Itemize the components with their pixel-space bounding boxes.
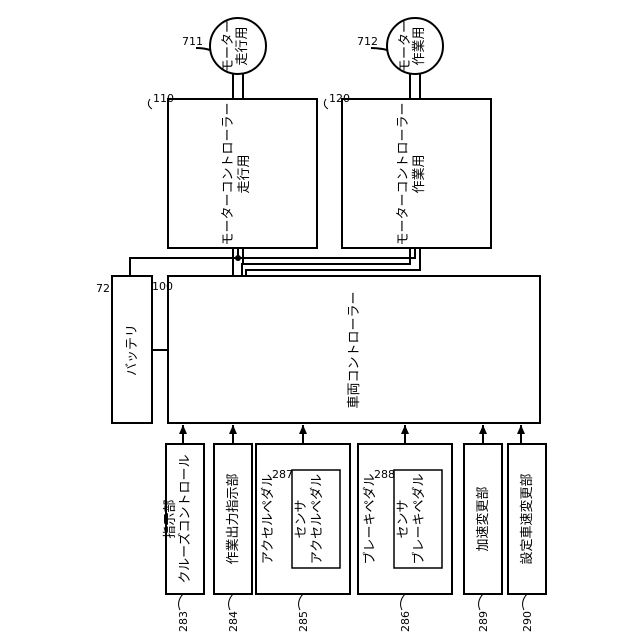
travel-motor-leader (196, 48, 210, 50)
ref-284: 284 (227, 611, 240, 632)
signal-bus-work (242, 248, 410, 276)
accelerator-pedal-label: アクセルペダル (261, 474, 276, 564)
travel-controller-label-1: 走行用 (237, 154, 252, 193)
brake-sensor-label-2: センサ (396, 499, 411, 538)
vehicle-controller-ref: 100 (152, 280, 173, 293)
travel-controller-ref-hook (148, 99, 152, 109)
acceleration-change-label: 加速変更部 (475, 486, 491, 551)
ref-290: 290 (521, 611, 534, 632)
signal-bus-work-b (246, 248, 420, 276)
work-controller-ref-hook (324, 99, 328, 109)
battery-label: バッテリ (125, 324, 140, 376)
travel-controller-ref: 110 (153, 92, 174, 105)
battery-ref: 72 (96, 282, 110, 295)
travel-motor-label-1: 走行用 (235, 26, 250, 65)
work-motor-leader (371, 48, 387, 50)
work-motor-label-1: 作業用 (411, 26, 427, 65)
work-motor-label-2: モーター (398, 20, 413, 72)
cruise-control-label-2: 指示部 (163, 499, 178, 538)
leader-290 (523, 594, 527, 610)
work-motor-ref: 712 (357, 35, 378, 48)
accelerator-sensor-label-1: アクセルペダル (310, 474, 325, 564)
leader-285 (299, 594, 303, 610)
cruise-control-label-1: クルーズコントロール (177, 455, 193, 584)
leader-284 (229, 594, 233, 610)
accelerator-sensor-ref: 287 (272, 468, 293, 481)
work-controller-label-1: 作業用 (411, 154, 427, 193)
vehicle-controller-label: 車両コントローラー (347, 291, 362, 408)
power-bus-outer (130, 248, 415, 276)
brake-sensor-label-1: ブレーキペダル (411, 473, 427, 564)
set-speed-change-label: 設定車速変更部 (519, 473, 535, 564)
ref-283: 283 (177, 611, 190, 632)
travel-motor-label-2: モーター (221, 20, 236, 72)
ref-285: 285 (297, 611, 310, 632)
work-controller-ref: 120 (329, 92, 350, 105)
power-junction (235, 255, 241, 261)
ref-289: 289 (477, 611, 490, 632)
work-controller-label-2: モーターコントローラー (396, 102, 411, 245)
leader-289 (479, 594, 483, 610)
work-output-label: 作業出力指示部 (225, 473, 241, 564)
travel-motor-ref: 711 (182, 35, 203, 48)
leader-283 (179, 594, 183, 610)
ref-286: 286 (399, 611, 412, 632)
brake-sensor-ref: 288 (374, 468, 395, 481)
accelerator-sensor-label-2: センサ (294, 499, 309, 538)
travel-controller-label-2: モーターコントローラー (221, 102, 236, 245)
brake-pedal-label: ブレーキペダル (362, 473, 378, 564)
leader-286 (401, 594, 405, 610)
